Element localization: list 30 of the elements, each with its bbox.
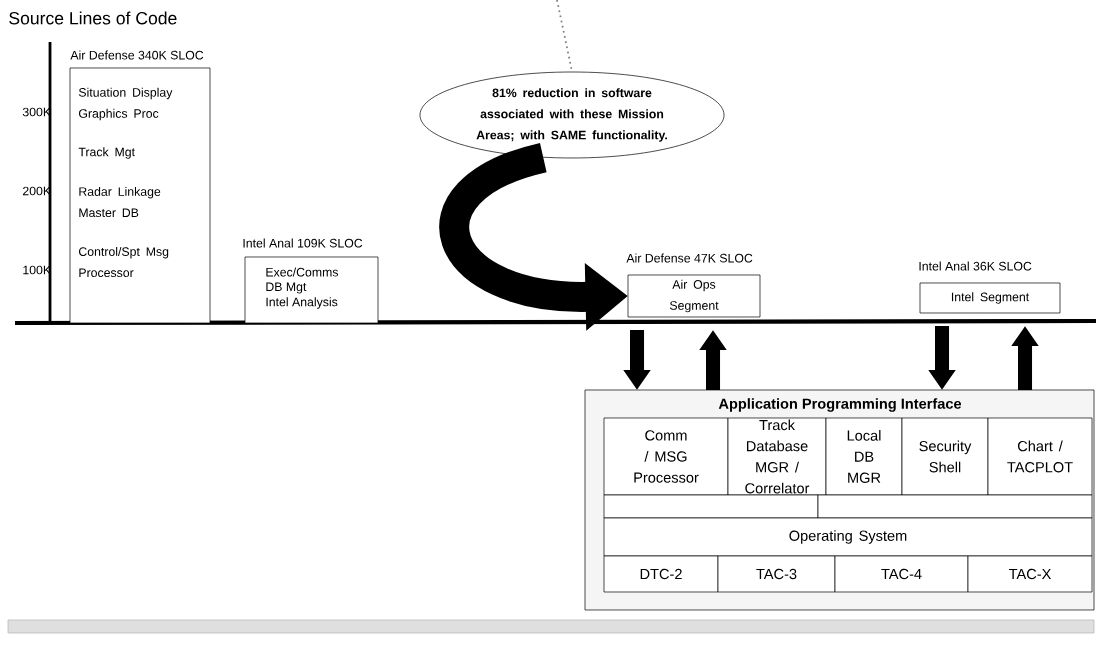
chart-title: Source Lines of Code (9, 11, 177, 25)
box-heading: Intel Anal 109K SLOC (243, 238, 363, 248)
tick-label: 300K (22, 107, 51, 117)
shaded-bar (7, 619, 1095, 634)
tick-label: 200K (22, 186, 51, 196)
module-label: Track Mgt (78, 147, 135, 159)
module-box: Intel Segment (919, 282, 1061, 314)
module-box: Air Ops Segment (627, 274, 761, 318)
box-heading: Intel Anal 36K SLOC (919, 261, 1032, 271)
layer-cell: TAC-4 (834, 555, 969, 593)
layer-cell: Local DB MGR (825, 417, 903, 496)
layer-cell: DTC-2 (603, 555, 719, 593)
layer-cell (603, 494, 819, 519)
layer-cell: TAC-X (967, 555, 1093, 593)
module-label: Exec/Comms (266, 267, 339, 277)
module-label: Situation Display Graphics Proc (78, 87, 173, 121)
module-label: DB Mgt (266, 282, 307, 294)
layer-cell: Chart / TACPLOT (987, 417, 1093, 496)
panel-heading: Application Programming Interface (718, 398, 962, 412)
layer-cell (817, 494, 1093, 519)
layer-cell: Comm / MSG Processor (603, 417, 729, 496)
layer-cell: Security Shell (901, 417, 989, 496)
tick-label: 100K (23, 265, 51, 275)
module-label: Control/Spt Msg Processor (79, 246, 169, 278)
box-heading: Air Defense 47K SLOC (626, 253, 753, 263)
module-label: Radar Linkage Master DB (79, 186, 161, 218)
layer-cell: TAC-3 (717, 555, 836, 593)
layer-cell: Track Database MGR / Correlator (727, 417, 827, 496)
module-label: Intel Analysis (266, 297, 338, 309)
box-heading: Air Defense 340K SLOC (70, 50, 204, 60)
